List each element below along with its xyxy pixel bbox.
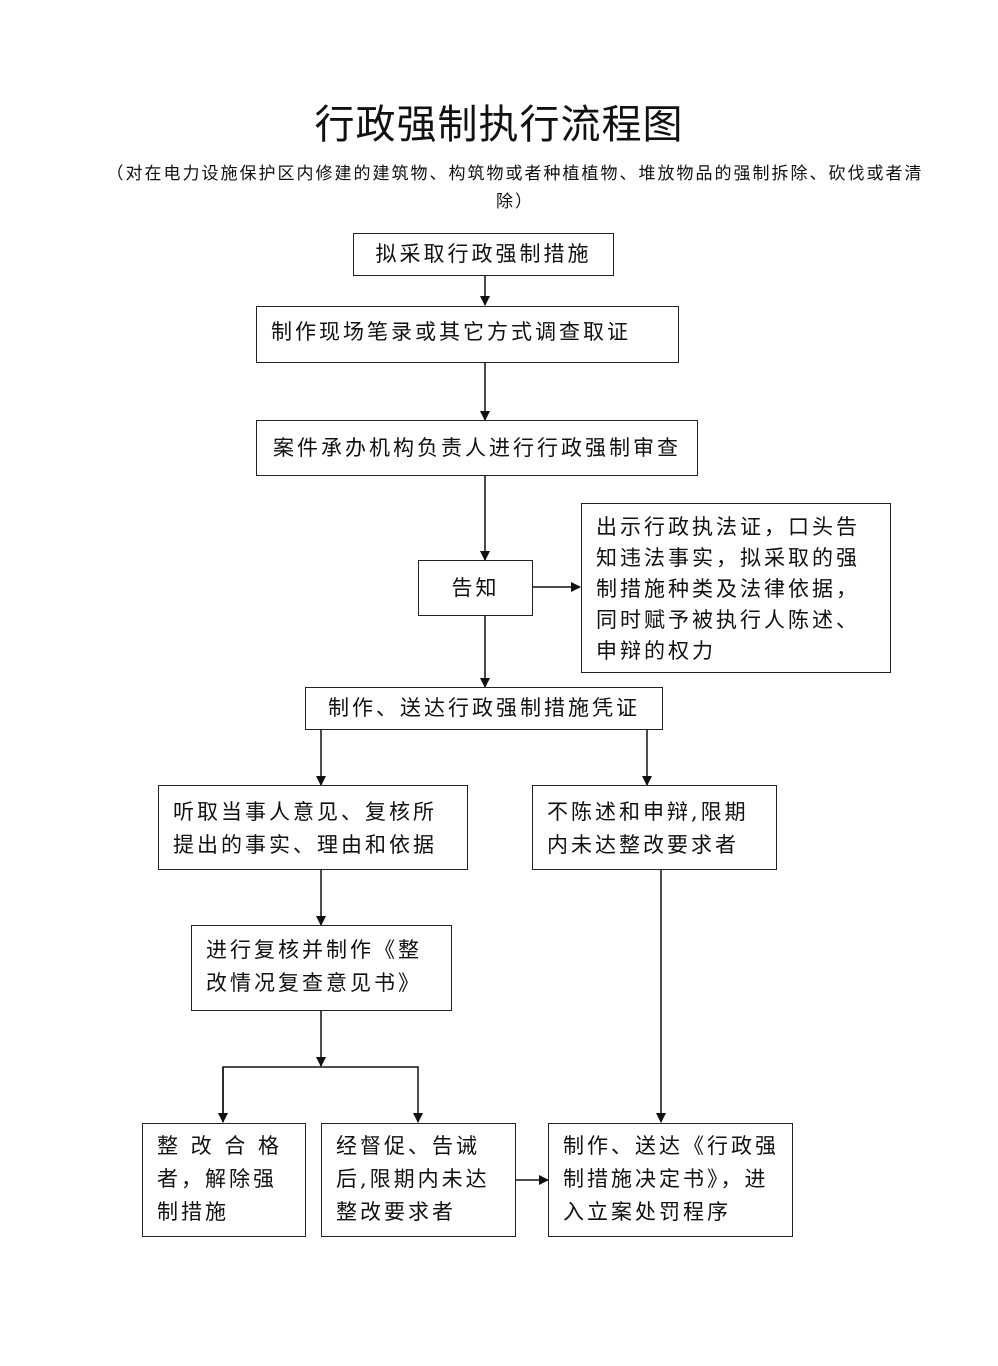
node-recheck: 进行复核并制作《整 改情况复查意见书》 (191, 925, 452, 1011)
split-line (222, 1066, 423, 1123)
node-notify: 告知 (418, 560, 533, 616)
node-start: 拟采取行政强制措施 (353, 233, 614, 276)
node-no-statement: 不陈述和申辩,限期 内未达整改要求者 (532, 785, 777, 870)
node-unqualified: 经督促、告诫 后,限期内未达 整改要求者 (321, 1123, 516, 1237)
node-decision: 制作、送达《行政强 制措施决定书》，进 入立案处罚程序 (548, 1123, 793, 1237)
node-investigate: 制作现场笔录或其它方式调查取证 (256, 306, 679, 363)
flowchart-title: 行政强制执行流程图 (314, 102, 684, 148)
node-hear: 听取当事人意见、复核所 提出的事实、理由和依据 (158, 785, 468, 870)
flowchart-subtitle: （对在电力设施保护区内修建的建筑物、构筑物或者种植植物、堆放物品的强制拆除、砍伐… (106, 164, 924, 212)
node-notify-detail: 出示行政执法证，口头告 知违法事实，拟采取的强 制措施种类及法律依据， 同时赋予… (581, 503, 891, 673)
node-voucher: 制作、送达行政强制措施凭证 (305, 687, 663, 730)
node-qualified: 整 改 合 格 者，解除强 制措施 (142, 1123, 306, 1237)
node-review: 案件承办机构负责人进行行政强制审查 (256, 420, 698, 476)
